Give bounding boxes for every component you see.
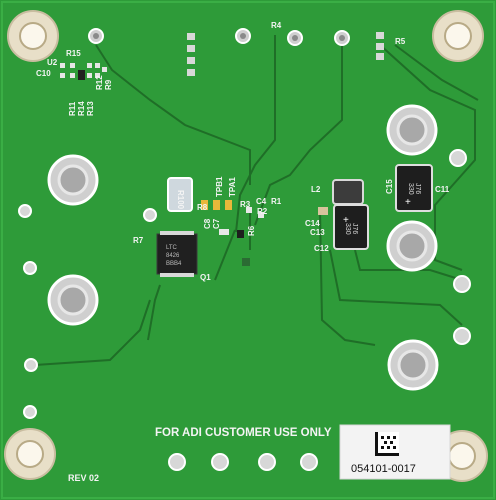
label-u2: U2: [47, 58, 58, 67]
capacitor-c11: 330 J76 +: [395, 164, 433, 212]
label-c4: C4: [256, 197, 267, 206]
test-points: [18, 149, 471, 471]
label-r3: R3: [240, 200, 251, 209]
smd-pads-top-left: [60, 63, 107, 80]
shunt-resistor-r100: R100: [167, 177, 193, 212]
label-r13: R13: [86, 101, 95, 116]
label-c13: C13: [310, 228, 325, 237]
svg-text:BBB4: BBB4: [166, 261, 182, 267]
svg-text:330: 330: [344, 223, 351, 235]
label-tpa1: TPA1: [228, 177, 237, 197]
label-c15: C15: [385, 179, 394, 194]
label-r2: R2: [257, 207, 268, 216]
label-r7: R7: [133, 236, 144, 245]
label-r15: R15: [66, 49, 81, 58]
terminal-posts: [47, 104, 439, 391]
svg-text:J76: J76: [414, 183, 421, 194]
label-r5: R5: [395, 37, 406, 46]
label-tpb1: TPB1: [215, 176, 224, 197]
svg-text:J76: J76: [351, 223, 358, 234]
svg-text:8426: 8426: [166, 253, 180, 259]
serial-number: 054101-0017: [351, 463, 416, 475]
traces: [34, 35, 479, 366]
svg-text:+: +: [405, 197, 411, 208]
svg-text:R100: R100: [176, 190, 185, 210]
label-r9: R9: [104, 79, 113, 90]
label-r14: R14: [77, 101, 86, 116]
svg-text:LTC: LTC: [166, 245, 178, 251]
barcode-label: 054101-0017: [339, 424, 451, 480]
svg-text:330: 330: [407, 183, 414, 195]
label-l2: L2: [311, 185, 321, 194]
passives-middle: [201, 200, 264, 266]
label-r11: R11: [68, 101, 77, 116]
label-c14: C14: [305, 219, 320, 228]
customer-use-notice: FOR ADI CUSTOMER USE ONLY: [155, 427, 332, 439]
datamatrix-code: [375, 432, 399, 456]
svg-text:+: +: [343, 215, 349, 226]
label-q1: Q1: [200, 273, 211, 282]
capacitor-c12: 330 J76 +: [333, 204, 369, 250]
top-vias: [88, 28, 384, 76]
footer: FOR ADI CUSTOMER USE ONLY REV 02: [68, 427, 332, 483]
label-r4: R4: [271, 21, 282, 30]
label-r6: R6: [247, 225, 256, 236]
label-c10: C10: [36, 69, 51, 78]
label-r1: R1: [271, 197, 282, 206]
revision-label: REV 02: [68, 473, 99, 483]
label-c12: C12: [314, 244, 329, 253]
ic-q1: LTC 8426 BBB4: [156, 231, 198, 277]
label-r8: R8: [197, 203, 208, 212]
label-r12: R12: [95, 75, 104, 90]
label-c7: C7: [212, 218, 221, 229]
silkscreen-labels: R4 R5 R15 U2 C10 R11 R14 R13 R12 R9 R8 R…: [36, 21, 450, 282]
label-c11: C11: [435, 185, 450, 194]
label-c8: C8: [203, 218, 212, 229]
